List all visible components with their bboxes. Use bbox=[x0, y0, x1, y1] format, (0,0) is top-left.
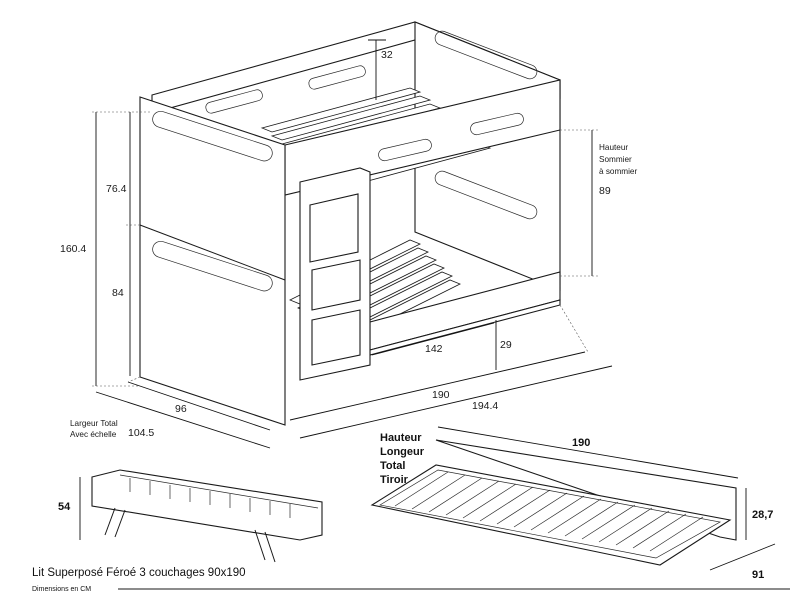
drawer-large-view: Hauteur Longeur Total Tiroir 190 bbox=[370, 426, 776, 581]
dim-drawer-gap: 29 bbox=[500, 339, 512, 351]
back-rail-cutout bbox=[205, 89, 263, 114]
largeur-label-2: Avec échelle bbox=[70, 430, 117, 439]
dim-drawer-small-height: 54 bbox=[58, 501, 71, 513]
back-rail-cutout bbox=[308, 65, 366, 90]
drawer-title-4: Tiroir bbox=[380, 474, 409, 486]
sommier-label-2: Sommier bbox=[599, 155, 632, 164]
diagram-title: Lit Superposé Féroé 3 couchages 90x190 bbox=[32, 567, 246, 579]
front-rail-cutout bbox=[378, 138, 432, 162]
front-headboard bbox=[139, 96, 286, 426]
drawer-title-2: Longeur bbox=[380, 446, 425, 458]
dim-total-length-line bbox=[299, 365, 613, 439]
dim-top-gap: 32 bbox=[381, 49, 393, 61]
drawer-title-1: Hauteur bbox=[380, 432, 422, 444]
dim-width-total-line bbox=[95, 391, 271, 449]
dim-lower-height: 84 bbox=[112, 287, 124, 299]
drawer-slats bbox=[394, 471, 704, 552]
bunk-bed-drawing: 32 160.4 76.4 84 Hauteur Sommier à sommi… bbox=[60, 21, 637, 449]
drawer-title-3: Total bbox=[380, 460, 405, 472]
dim-drawer-width: 91 bbox=[752, 569, 764, 581]
dim-inner-length: 142 bbox=[425, 343, 443, 355]
dim-drawer-length: 190 bbox=[572, 437, 590, 449]
drawer-side-slats bbox=[119, 474, 319, 518]
drawer-leg bbox=[104, 507, 116, 536]
headboard-handle-upper bbox=[434, 30, 538, 80]
drawer-side-view: 54 bbox=[58, 469, 323, 563]
dim-width-total: 104.5 bbox=[128, 427, 154, 439]
drawer-frame bbox=[370, 464, 732, 566]
sommier-label-1: Hauteur bbox=[599, 143, 628, 152]
headboard-handle-lower bbox=[434, 170, 538, 220]
drawer-leg bbox=[254, 529, 266, 561]
dim-total-height: 160.4 bbox=[60, 243, 86, 255]
front-handle-lower bbox=[152, 240, 273, 292]
largeur-label-1: Largeur Total bbox=[70, 419, 118, 428]
dim-drawer-height: 28,7 bbox=[752, 509, 773, 521]
diagram-subtitle: Dimensions en CM bbox=[32, 586, 91, 593]
dim-upper-height: 76.4 bbox=[106, 183, 127, 195]
dim-length-line bbox=[289, 351, 586, 421]
dim-total-length: 194.4 bbox=[472, 400, 498, 412]
ladder bbox=[299, 167, 371, 381]
dim-width: 96 bbox=[175, 403, 187, 415]
dim-drawer-width-line bbox=[709, 543, 776, 571]
front-handle-upper bbox=[152, 110, 273, 162]
dim-inner-length-line bbox=[371, 322, 495, 356]
dim-length: 190 bbox=[432, 389, 450, 401]
dim-sommier: 89 bbox=[599, 185, 611, 197]
dim-drawer-length-line bbox=[437, 426, 739, 479]
drawer-side-panel bbox=[91, 469, 323, 541]
dim-width-line bbox=[127, 381, 271, 431]
sommier-label-3: à sommier bbox=[599, 167, 637, 176]
front-rail-cutout bbox=[470, 112, 524, 136]
